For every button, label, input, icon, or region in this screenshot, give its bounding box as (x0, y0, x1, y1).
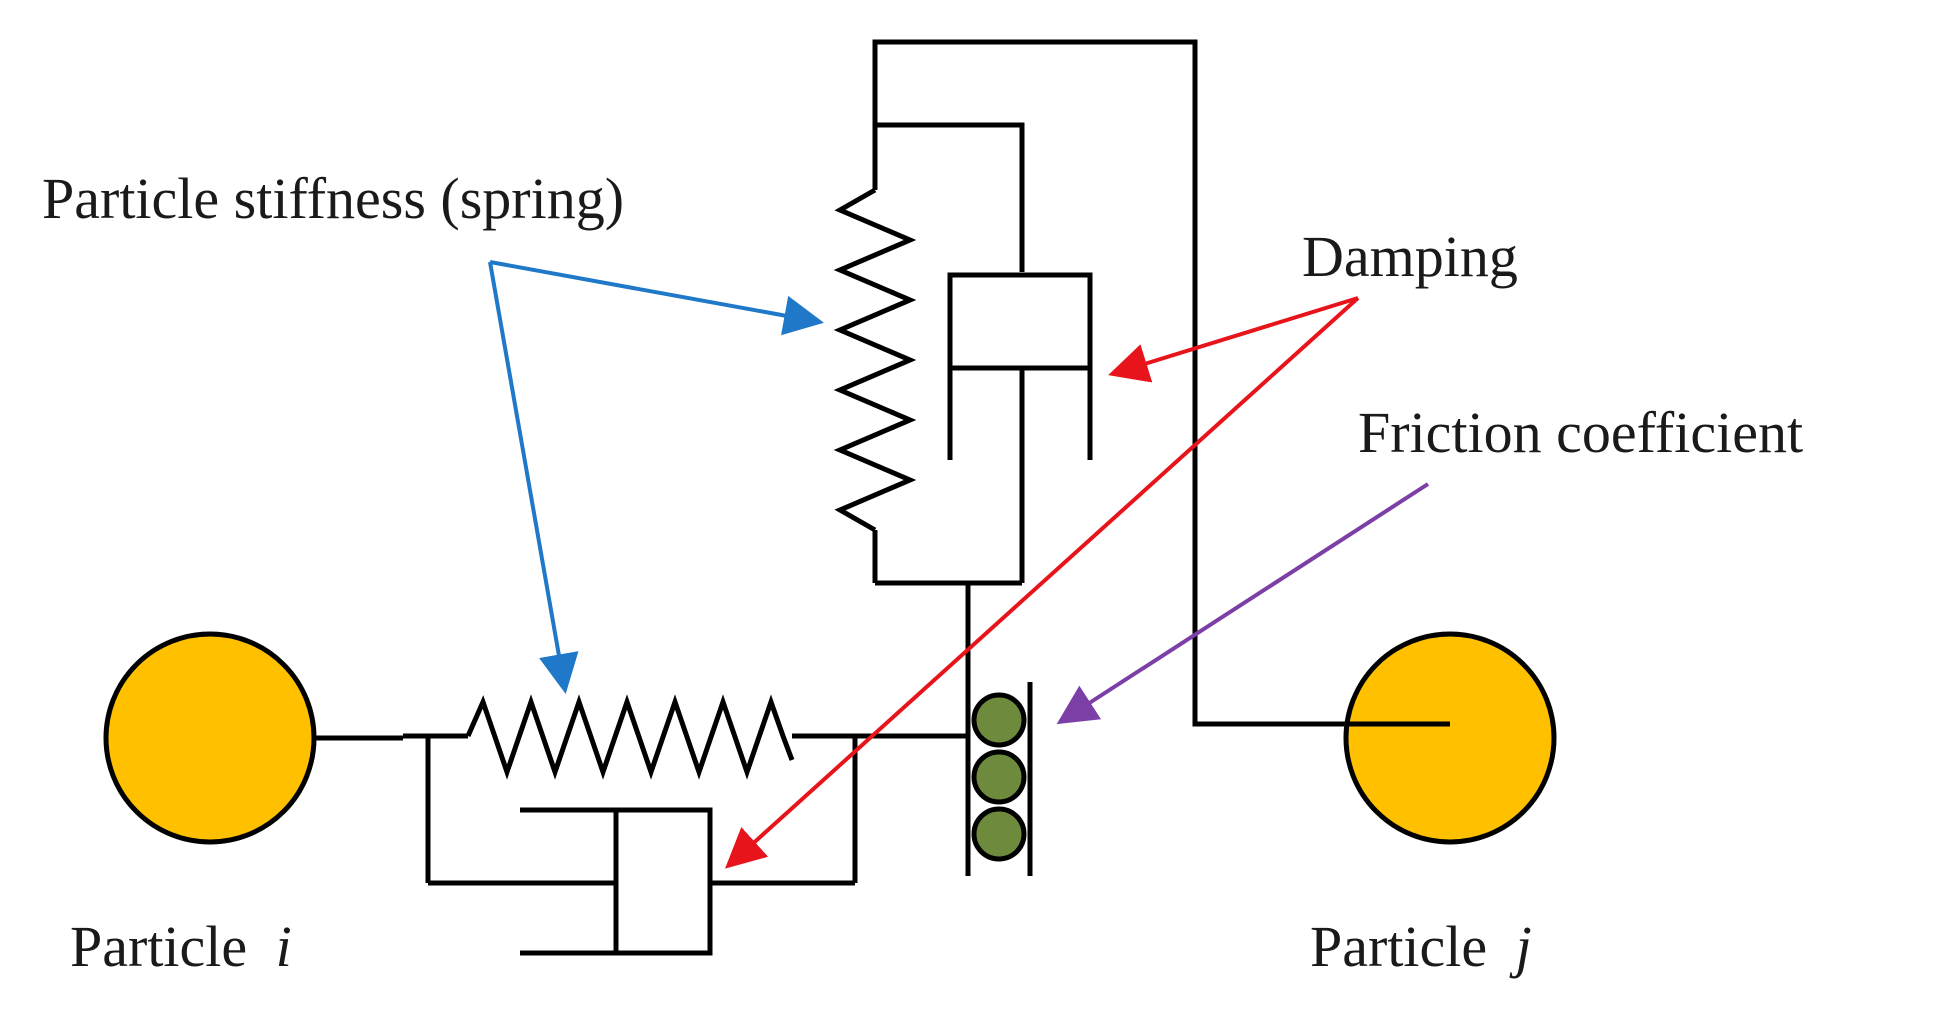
particle-i-var: i (276, 914, 292, 979)
particle-i-word: Particle (70, 914, 247, 979)
tangential-spring-damper-assembly (833, 39, 1450, 876)
particle-i (103, 631, 317, 845)
friction-slider (971, 682, 1033, 876)
particle-j-var: j (1509, 914, 1532, 979)
normal-damper (520, 807, 855, 956)
normal-spring-damper-assembly (314, 694, 968, 956)
tangential-spring (833, 187, 917, 533)
stiffness-label: Particle stiffness (spring) (42, 166, 624, 231)
damping-label: Damping (1302, 224, 1518, 289)
roller (971, 749, 1027, 805)
stiffness-arrows (488, 260, 824, 694)
damping-arrows (725, 296, 1360, 869)
roller (971, 806, 1027, 862)
particle-j (1343, 631, 1557, 845)
tangential-damper (947, 272, 1093, 583)
friction-arrow (1056, 482, 1430, 725)
normal-spring (465, 694, 795, 780)
particle-j-word: Particle (1310, 914, 1487, 979)
particle-i-label: Particle i (70, 914, 292, 979)
roller (971, 692, 1027, 748)
particle-j-label: Particle j (1310, 914, 1532, 979)
friction-label: Friction coefficient (1358, 400, 1803, 465)
